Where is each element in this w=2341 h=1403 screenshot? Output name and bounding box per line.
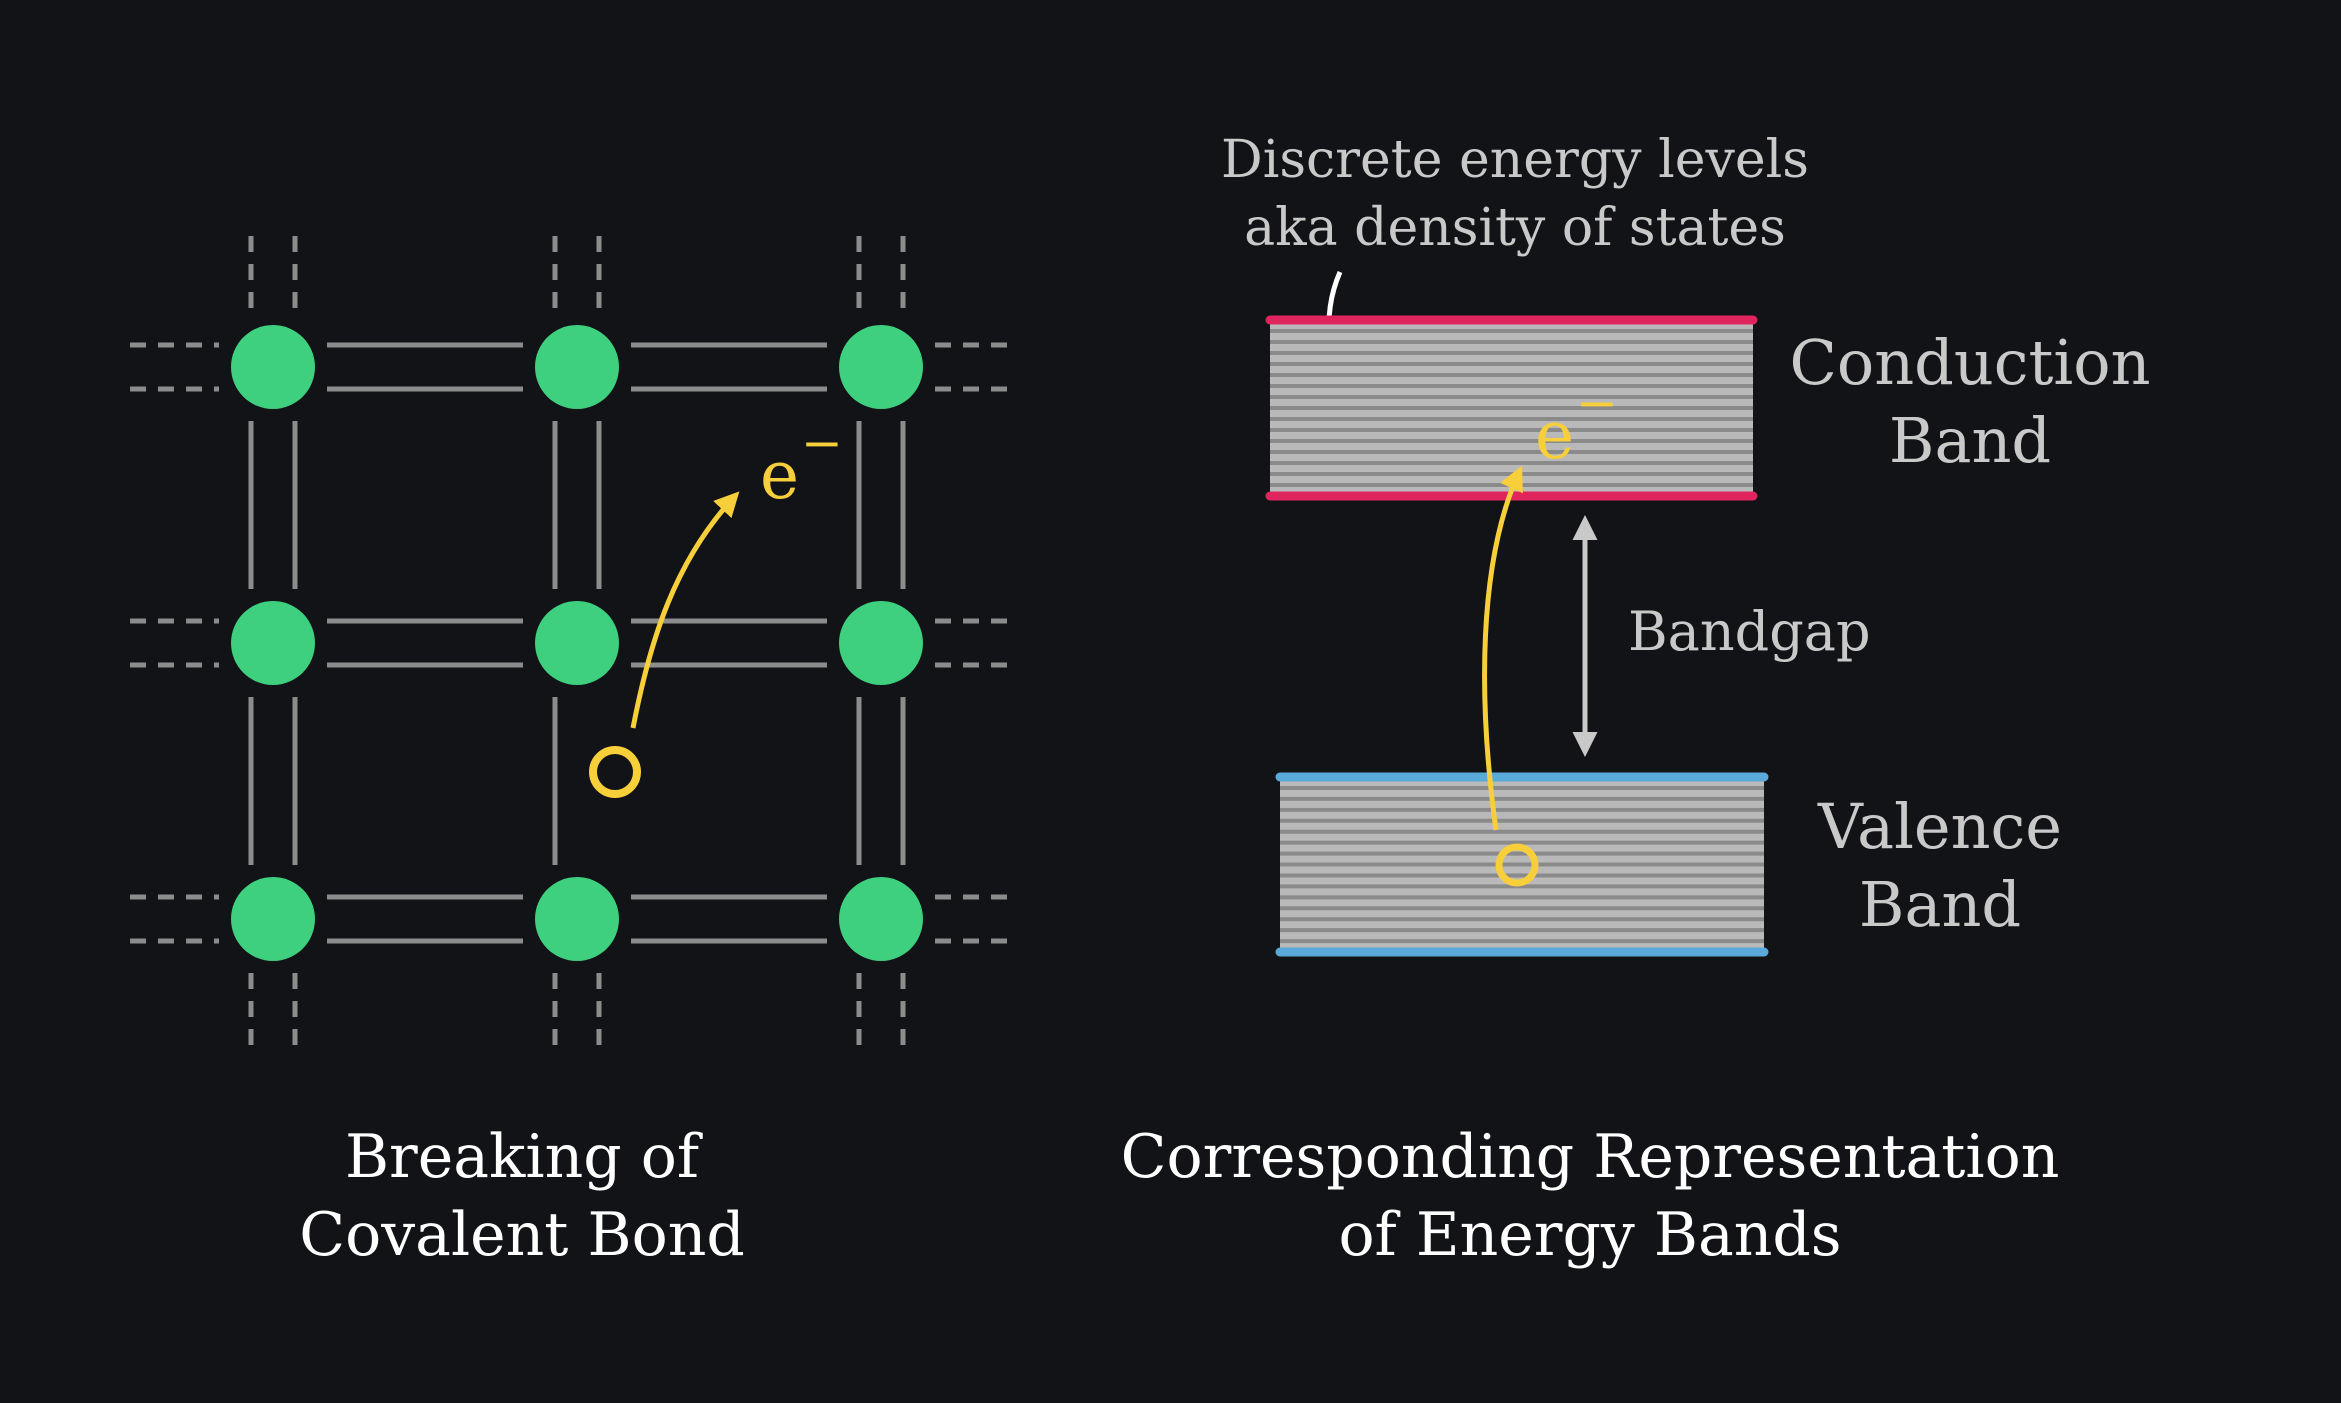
- covalent-lattice: e − Breaking of Covalent Bond: [130, 236, 1018, 1270]
- annotation-line1: Discrete energy levels: [1221, 130, 1809, 190]
- conduction-band: [1265, 315, 1758, 501]
- lattice-electron-charge: −: [801, 414, 843, 472]
- atom: [839, 601, 923, 685]
- atom: [839, 877, 923, 961]
- atom: [231, 877, 315, 961]
- band-hole-circle-icon: [1495, 843, 1539, 887]
- valence-label-line2: Band: [1859, 868, 2021, 941]
- valence-band: [1275, 772, 1769, 957]
- hole-circle-icon: [589, 746, 641, 798]
- atom: [231, 325, 315, 409]
- valence-label-line1: Valence: [1817, 790, 2062, 863]
- lattice-bonds: [130, 236, 1018, 1056]
- band-electron-label: e: [1535, 397, 1574, 474]
- bandgap-label: Bandgap: [1628, 600, 1871, 663]
- atom: [535, 877, 619, 961]
- lattice-electron-label: e: [760, 437, 799, 514]
- valence-band-levels: [1280, 785, 1764, 944]
- band-excitation-arrow-icon: [1482, 465, 1523, 831]
- lattice-caption-line2: Covalent Bond: [299, 1200, 745, 1270]
- annotation-line2: aka density of states: [1244, 198, 1786, 258]
- conduction-band-levels: [1270, 329, 1753, 487]
- atom: [231, 601, 315, 685]
- band-electron-charge: −: [1576, 374, 1618, 432]
- electron-excitation-arrow-icon: [630, 491, 740, 729]
- bands-caption-line2: of Energy Bands: [1338, 1200, 1841, 1270]
- atom: [535, 601, 619, 685]
- lattice-atoms: [231, 325, 923, 961]
- atom: [839, 325, 923, 409]
- bands-caption-line1: Corresponding Representation: [1121, 1122, 2060, 1192]
- atom: [535, 325, 619, 409]
- lattice-caption-line1: Breaking of: [345, 1122, 703, 1192]
- energy-bands: Discrete energy levels aka density of st…: [1121, 130, 2151, 1270]
- conduction-label-line1: Conduction: [1789, 326, 2150, 399]
- conduction-label-line2: Band: [1889, 404, 2051, 477]
